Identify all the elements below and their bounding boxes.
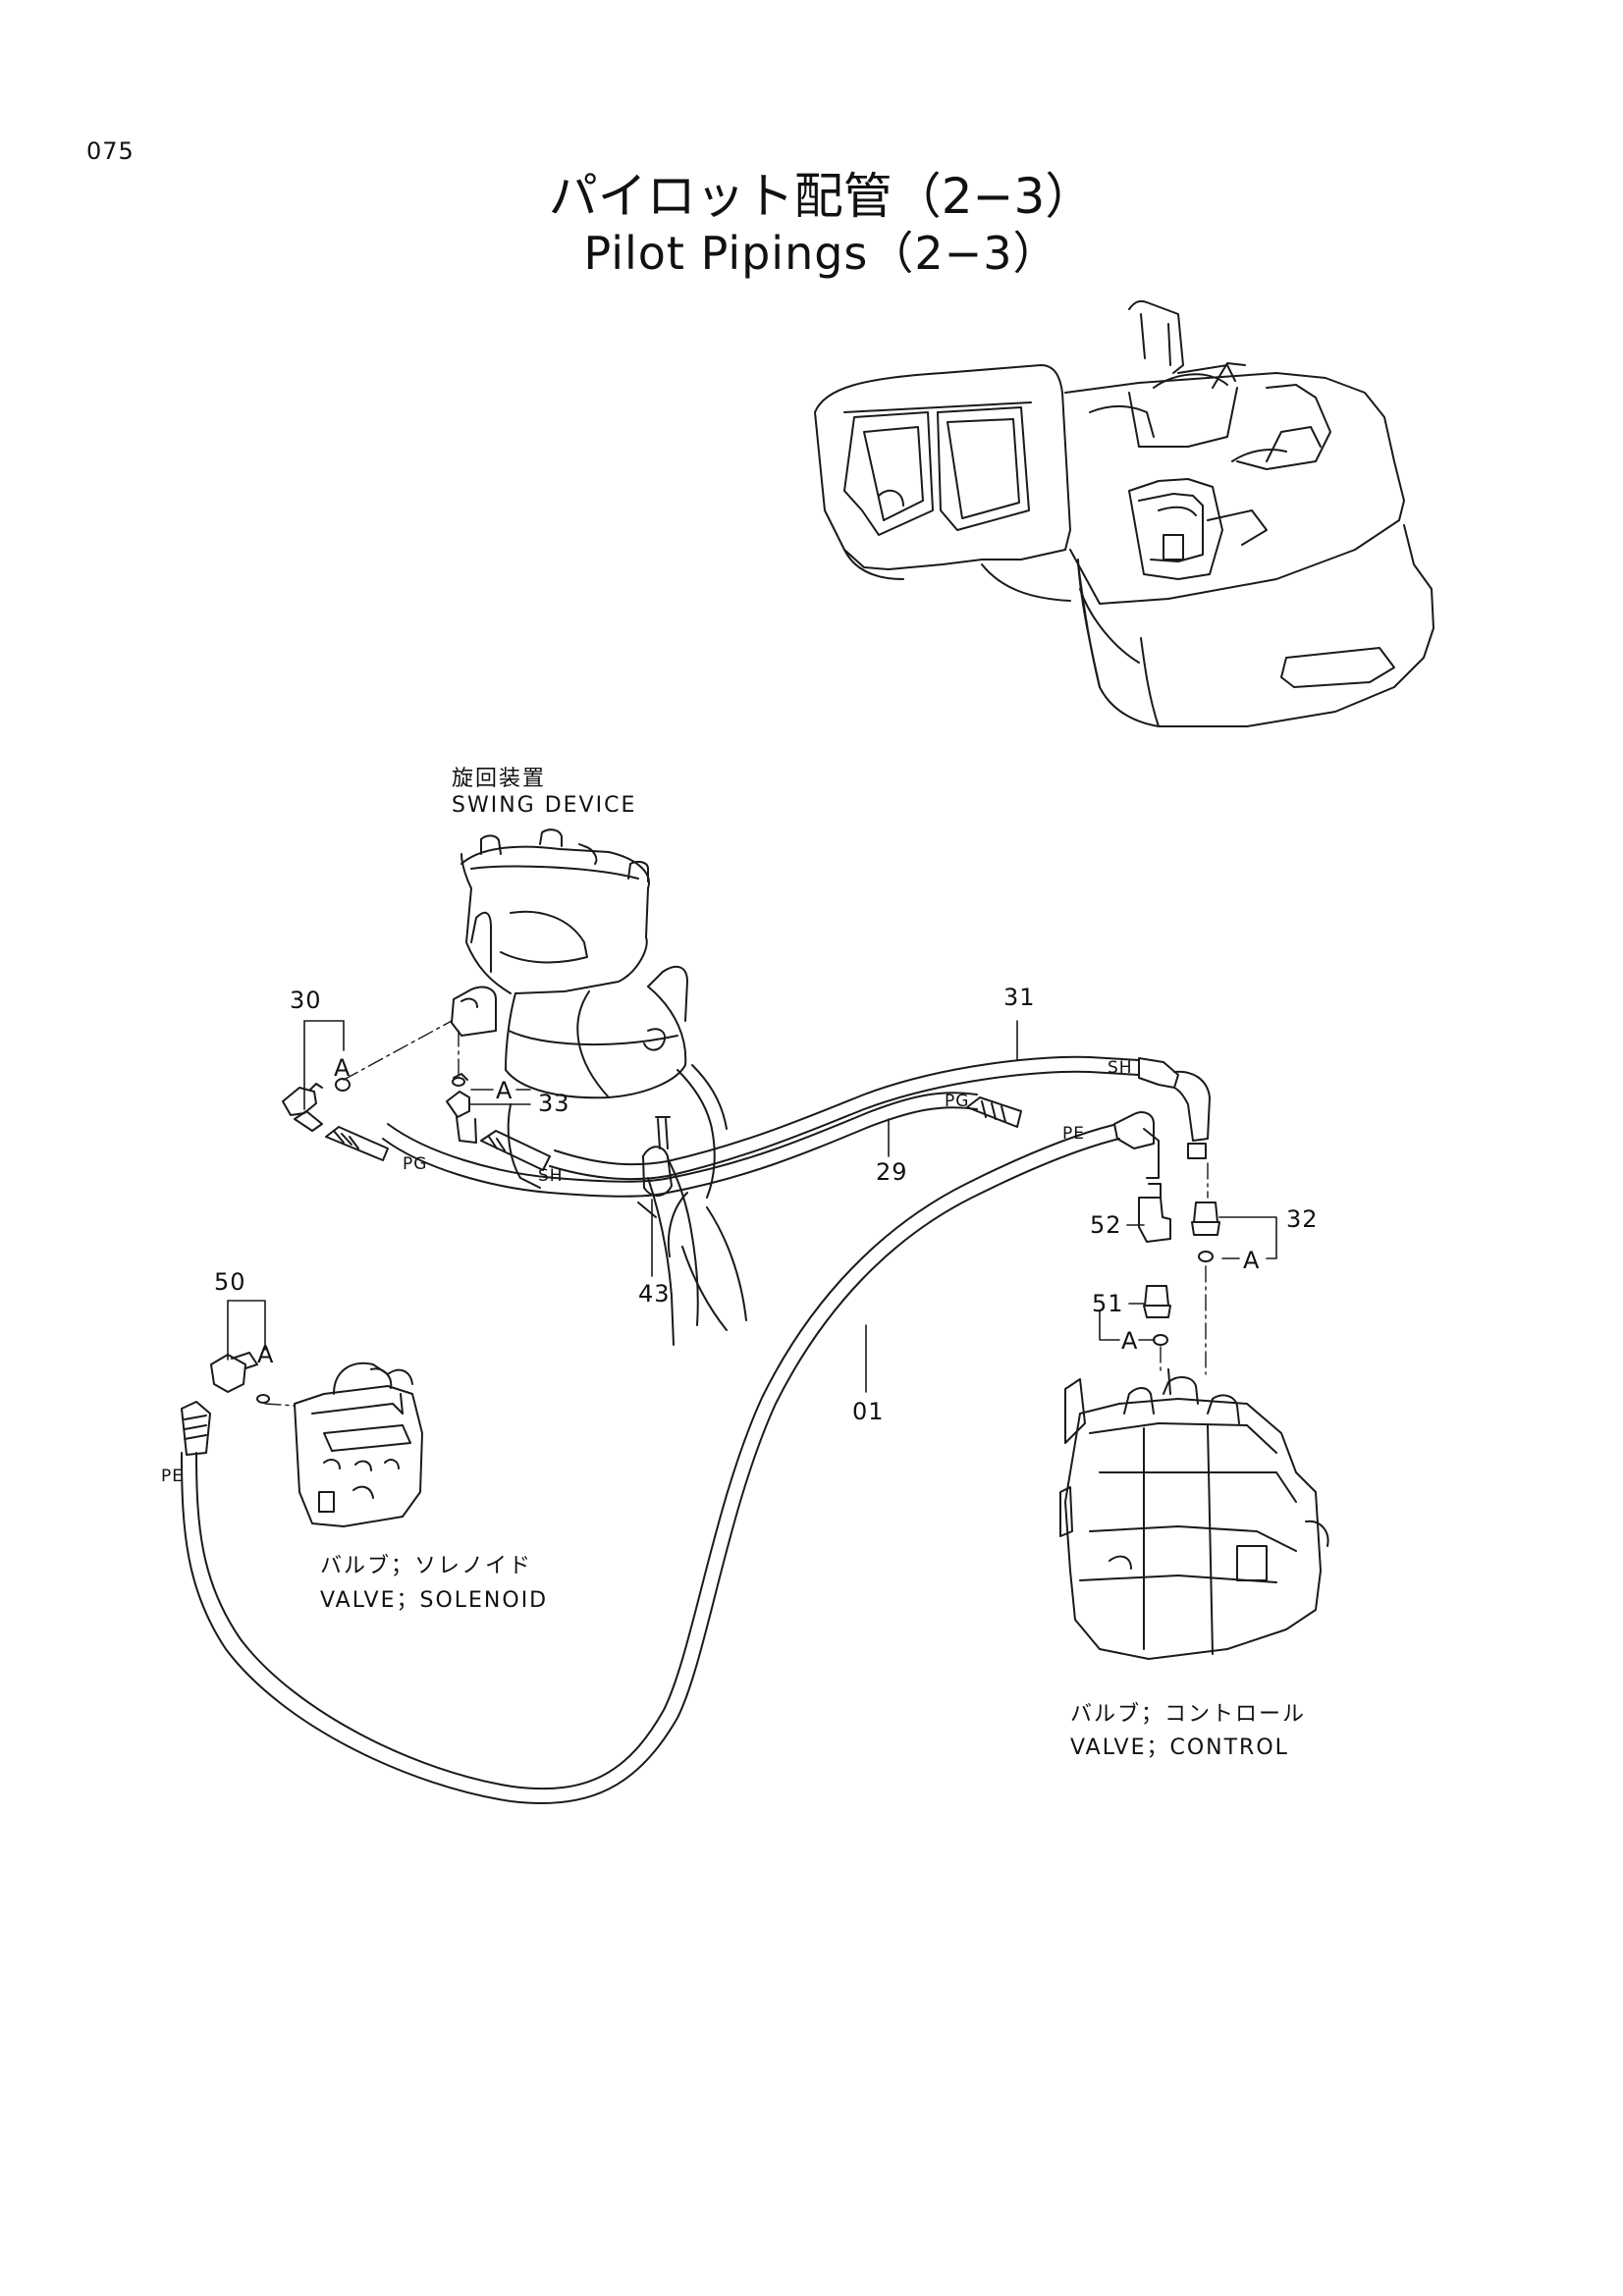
swing-device-label-en: SWING DEVICE [452,793,637,818]
control-valve-label-ja: バルブ；コントロール [1070,1702,1307,1727]
callout-33: 33 [538,1090,570,1117]
hose-end-pg-right [967,1097,1021,1127]
control-valve-label-en: VALVE；CONTROL [1070,1735,1289,1760]
callout-52: 52 [1090,1211,1122,1239]
centre-lines [265,1021,1208,1406]
page-title-japanese: パイロット配管（2−3） [548,168,1095,225]
clamp-43 [638,1117,672,1217]
fitting-52-tee [1139,1184,1170,1242]
fitting-30-elbow [283,1084,322,1131]
port-label-sh-left: SH [538,1166,564,1186]
hose-end-pe-left [182,1402,210,1455]
page-number: 075 [86,137,135,165]
swing-device-illustration [452,829,746,1345]
o-rings [336,1078,464,1091]
callout-50: 50 [214,1268,246,1296]
fitting-31-elbow [1139,1058,1210,1158]
solenoid-valve-label-ja: バルブ；ソレノイド [320,1554,533,1578]
detail-mark-a-33: A [496,1077,514,1104]
port-label-pg-right: PG [945,1092,970,1111]
callout-43: 43 [638,1280,671,1308]
callout-01: 01 [852,1398,885,1425]
fitting-32-adapter [1192,1202,1219,1261]
callout-32: 32 [1286,1205,1319,1233]
detail-mark-a-30: A [334,1054,352,1082]
solenoid-valve-label-en: VALVE；SOLENOID [320,1588,549,1613]
hose-sh-swing [550,1057,1139,1179]
excavator-overview-illustration [815,301,1434,726]
callout-30: 30 [290,987,322,1014]
leader-lines [228,1021,1276,1392]
control-valve-illustration [1060,1369,1328,1659]
hose-end-sh-left [481,1131,550,1170]
hose-end-pe-right [1114,1112,1159,1178]
hose-pe-main [182,1125,1119,1803]
fitting-51-adapter [1144,1286,1170,1345]
detail-mark-a-51: A [1121,1327,1139,1355]
port-label-pe-left: PE [161,1467,184,1486]
port-label-pe-right: PE [1062,1124,1085,1144]
detail-mark-a-50: A [257,1341,275,1368]
callout-29: 29 [876,1158,908,1186]
solenoid-valve-illustration [295,1363,422,1526]
port-label-pg-left: PG [403,1154,428,1174]
swing-device-label-ja: 旋回装置 [452,767,547,791]
page-title-english: Pilot Pipings（2−3） [583,227,1059,280]
hose-end-pg-left [326,1127,388,1160]
detail-mark-a-32: A [1243,1247,1261,1274]
port-label-sh-right: SH [1108,1058,1133,1078]
callout-31: 31 [1003,984,1036,1011]
callout-51: 51 [1092,1290,1124,1317]
